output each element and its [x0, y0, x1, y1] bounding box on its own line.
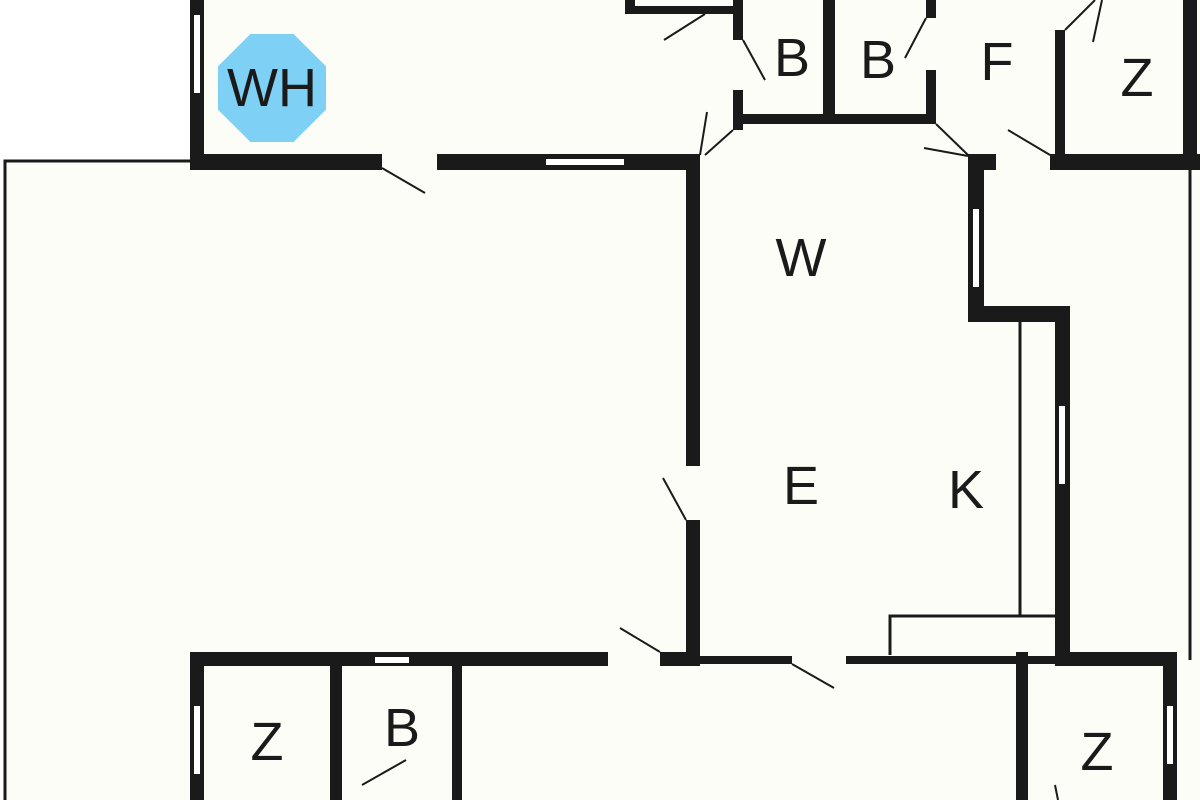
room-label-bath-2: B: [859, 30, 897, 90]
water-heater-badge: WH: [218, 34, 326, 142]
room-label-e: E: [782, 456, 820, 516]
room-label-z-bottom-left: Z: [250, 712, 284, 772]
room-label-wh: WH: [227, 58, 317, 118]
room-label-bath-1: B: [773, 28, 811, 88]
outline-lines: [3, 159, 1192, 800]
doors: [361, 0, 1103, 800]
room-label-w: W: [775, 228, 827, 288]
room-label-bath-3: B: [383, 698, 421, 758]
room-label-z-top-right: Z: [1120, 48, 1154, 108]
room-label-z-bottom-right: Z: [1080, 722, 1114, 782]
windows: [192, 13, 1175, 776]
room-label-k: K: [947, 460, 985, 520]
room-label-f: F: [980, 32, 1014, 92]
floor-area: [5, 0, 1200, 800]
